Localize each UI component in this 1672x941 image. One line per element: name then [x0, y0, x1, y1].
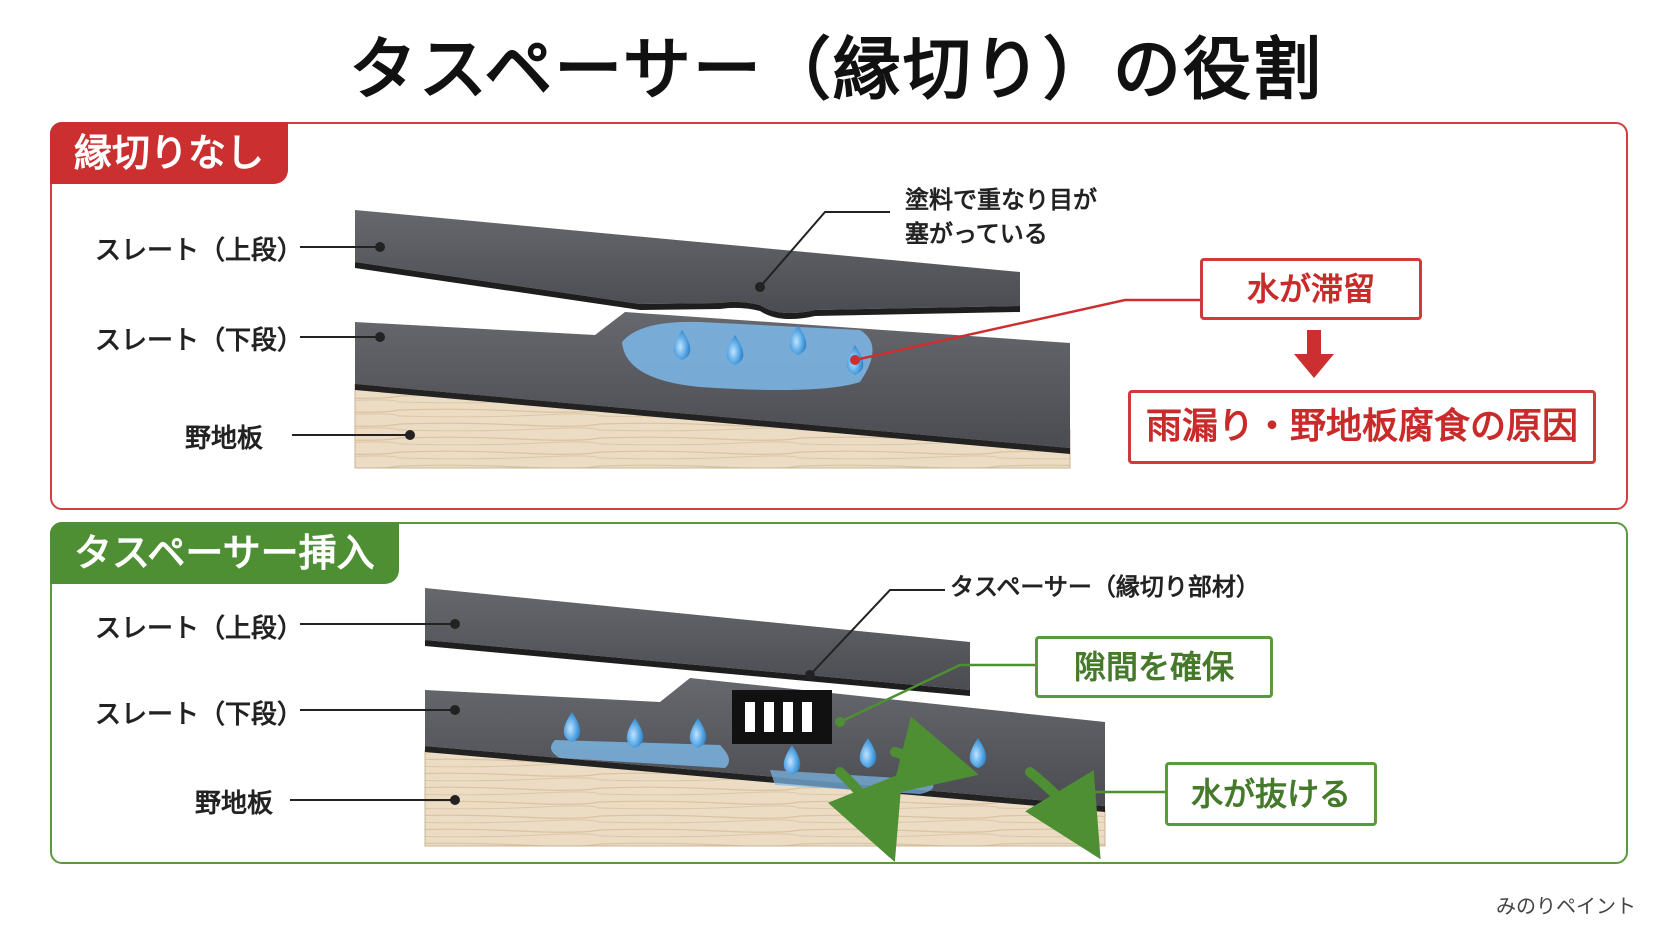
label-sheathing-top: 野地板	[185, 424, 264, 454]
leader-lines-bottom	[290, 589, 945, 801]
callout-paint-sealed-line2: 塞がっている	[905, 220, 1048, 248]
drain-arrows	[827, 716, 1101, 863]
label-upper-slate-top: スレート（上段）	[95, 236, 304, 266]
leader-lines-top	[292, 211, 890, 436]
panel-tag-with-spacer: タスペーサー挿入	[50, 522, 399, 584]
label-sheathing-bottom: 野地板	[195, 789, 274, 819]
callout-paint-sealed: 塗料で重なり目が 塞がっている	[905, 183, 1097, 251]
water-drains-box: 水が抜ける	[1165, 762, 1377, 826]
upper-slate-top	[355, 210, 1020, 314]
label-upper-slate-bottom: スレート（上段）	[95, 614, 304, 644]
draining-water-film	[551, 740, 729, 768]
leak-cause-box: 雨漏り・野地板腐食の原因	[1128, 390, 1596, 464]
callout-spacer: タスペーサー（縁切り部材）	[950, 573, 1260, 601]
water-stagnation-box: 水が滞留	[1200, 258, 1422, 320]
cause-arrow	[1294, 330, 1334, 378]
secure-gap-box: 隙間を確保	[1035, 636, 1273, 698]
water-stagnation-leader	[854, 298, 1200, 362]
spacer-part	[732, 690, 832, 744]
label-lower-slate-top: スレート（下段）	[95, 326, 304, 356]
callout-paint-sealed-line1: 塗料で重なり目が	[905, 186, 1097, 214]
upper-slate-bottom	[425, 588, 970, 690]
gap-leader	[839, 663, 1035, 724]
watermark-brand: みのりペイント	[1496, 894, 1636, 918]
panel-tag-without-edge-cut: 縁切りなし	[50, 122, 289, 184]
label-lower-slate-bottom: スレート（下段）	[95, 700, 304, 730]
page-title: タスペーサー（縁切り）の役割	[349, 31, 1323, 110]
